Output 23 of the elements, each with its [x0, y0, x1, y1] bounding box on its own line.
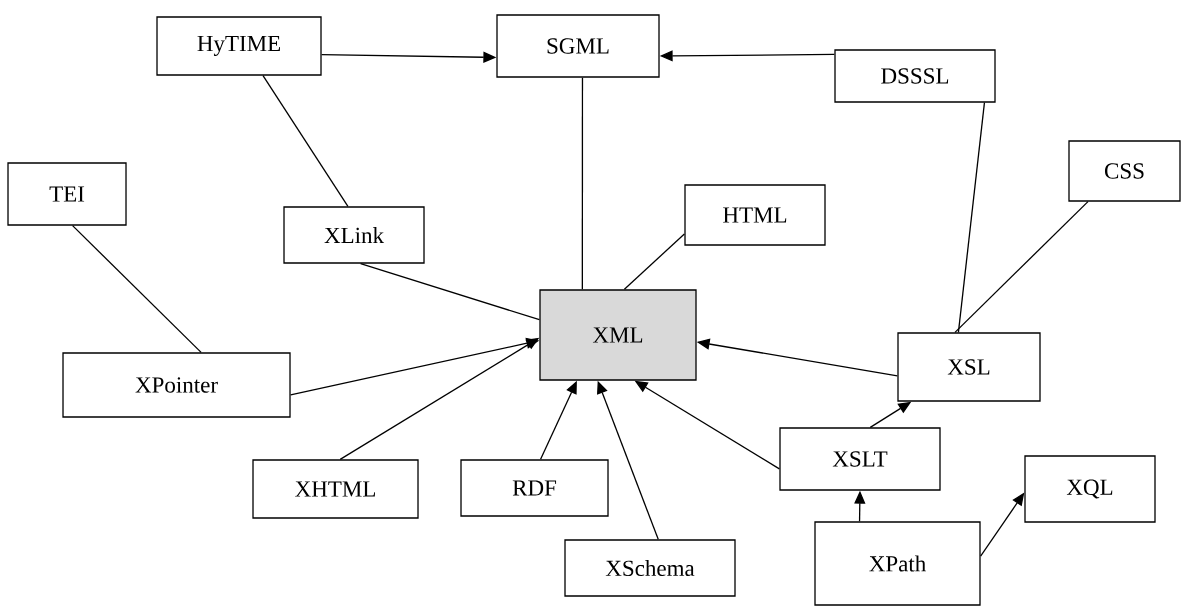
term-box: XSL — [897, 332, 1041, 402]
connector-line — [359, 263, 540, 321]
term-box: XPath — [814, 521, 981, 606]
term-box: DSSSL — [834, 49, 996, 103]
term-box: XHTML — [252, 459, 419, 519]
connector-line — [957, 102, 986, 333]
connector-line — [262, 75, 349, 207]
connector-line — [954, 201, 1089, 333]
connector-line — [623, 233, 685, 290]
term-box: HTML — [684, 184, 826, 246]
term-box: XSchema — [564, 539, 736, 597]
term-box: SGML — [496, 14, 660, 78]
connector-line — [71, 225, 202, 353]
term-box: XLink — [283, 206, 425, 264]
term-box: RDF — [460, 459, 609, 517]
term-box: HyTIME — [156, 16, 322, 76]
highlighted-box: XML — [539, 289, 697, 381]
term-box: XPointer — [62, 352, 291, 418]
term-box: XQL — [1024, 455, 1156, 523]
term-box: XSLT — [779, 427, 941, 491]
term-box: TEI — [7, 162, 127, 226]
term-box: CSS — [1068, 140, 1181, 202]
connector-line — [581, 77, 584, 290]
